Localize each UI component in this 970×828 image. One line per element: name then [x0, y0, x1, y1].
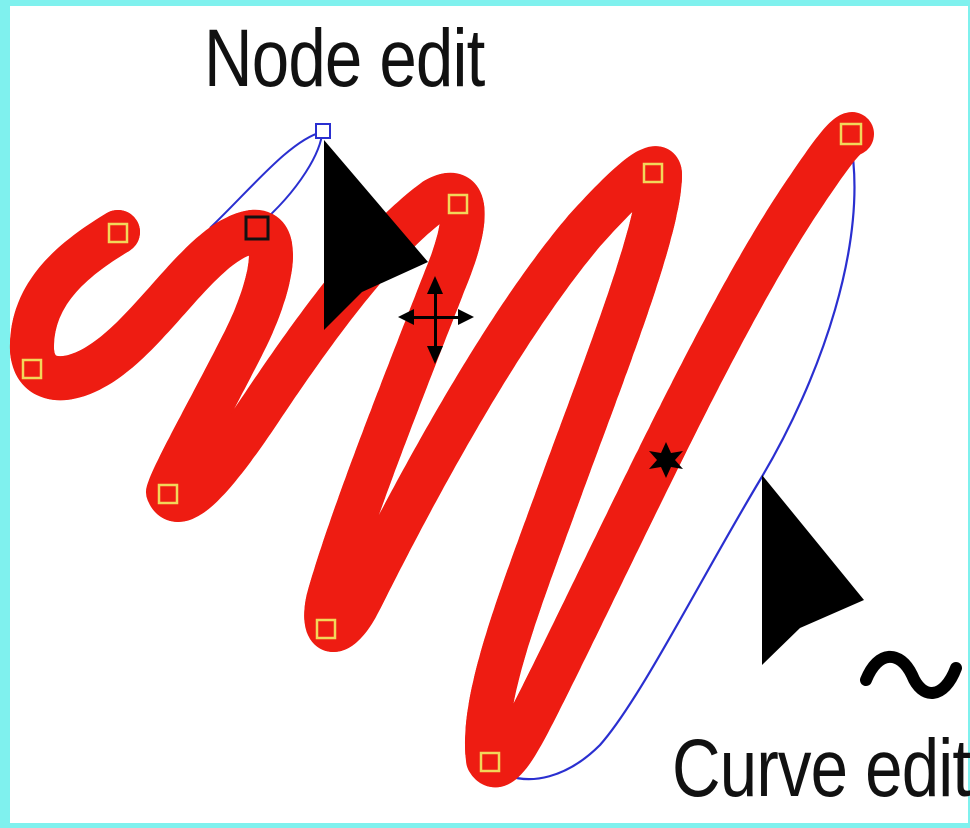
node-marker[interactable] [315, 618, 337, 640]
tilde-icon [860, 650, 962, 699]
node-marker[interactable] [839, 122, 863, 146]
star-burst-icon [649, 442, 683, 478]
curve-handle-line [494, 137, 856, 781]
node-marker[interactable] [21, 358, 43, 380]
node-edit-label: Node edit [204, 13, 485, 104]
curve-arrow-cursor-icon [762, 475, 864, 665]
node-marker[interactable] [107, 222, 129, 244]
node-marker[interactable] [479, 751, 501, 773]
handle-marker[interactable] [315, 123, 331, 139]
curve-edit-label: Curve edit [672, 723, 970, 814]
node-marker-selected[interactable] [244, 215, 270, 241]
move-arrows-icon [398, 276, 474, 364]
node-markers [21, 122, 863, 773]
node-marker[interactable] [642, 162, 664, 184]
node-marker[interactable] [157, 483, 179, 505]
node-marker[interactable] [447, 193, 469, 215]
arrow-cursor-icon [324, 140, 428, 330]
